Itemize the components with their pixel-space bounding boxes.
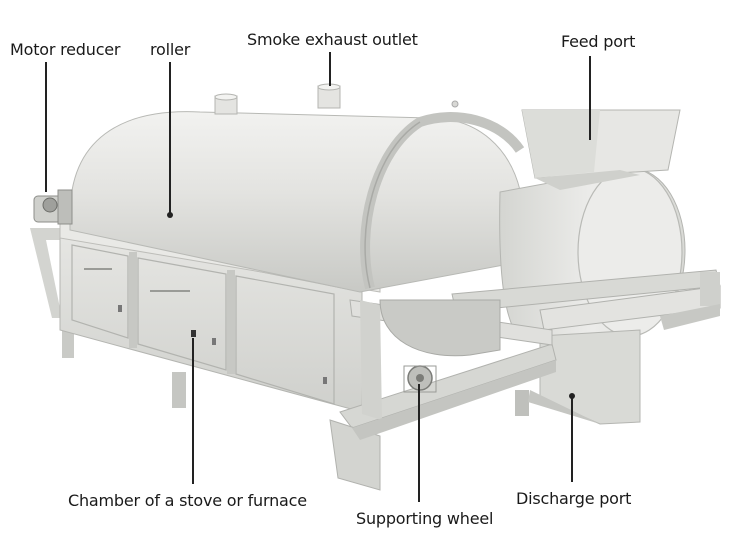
label-feed-port: Feed port (561, 32, 636, 51)
machine-illustration (30, 83, 721, 491)
supporting-wheel (379, 299, 501, 393)
leader-lines (45, 52, 591, 502)
motor-reducer (33, 189, 73, 225)
label-chamber: Chamber of a stove or furnace (68, 491, 307, 510)
label-supporting-wheel: Supporting wheel (356, 509, 494, 528)
label-roller: roller (150, 40, 191, 59)
roller-drum (69, 83, 531, 293)
label-discharge-port: Discharge port (516, 489, 632, 508)
feed-hopper (521, 109, 681, 190)
right-support-frame (451, 269, 721, 331)
label-smoke-exhaust-outlet: Smoke exhaust outlet (247, 30, 418, 49)
label-motor-reducer: Motor reducer (10, 40, 121, 59)
